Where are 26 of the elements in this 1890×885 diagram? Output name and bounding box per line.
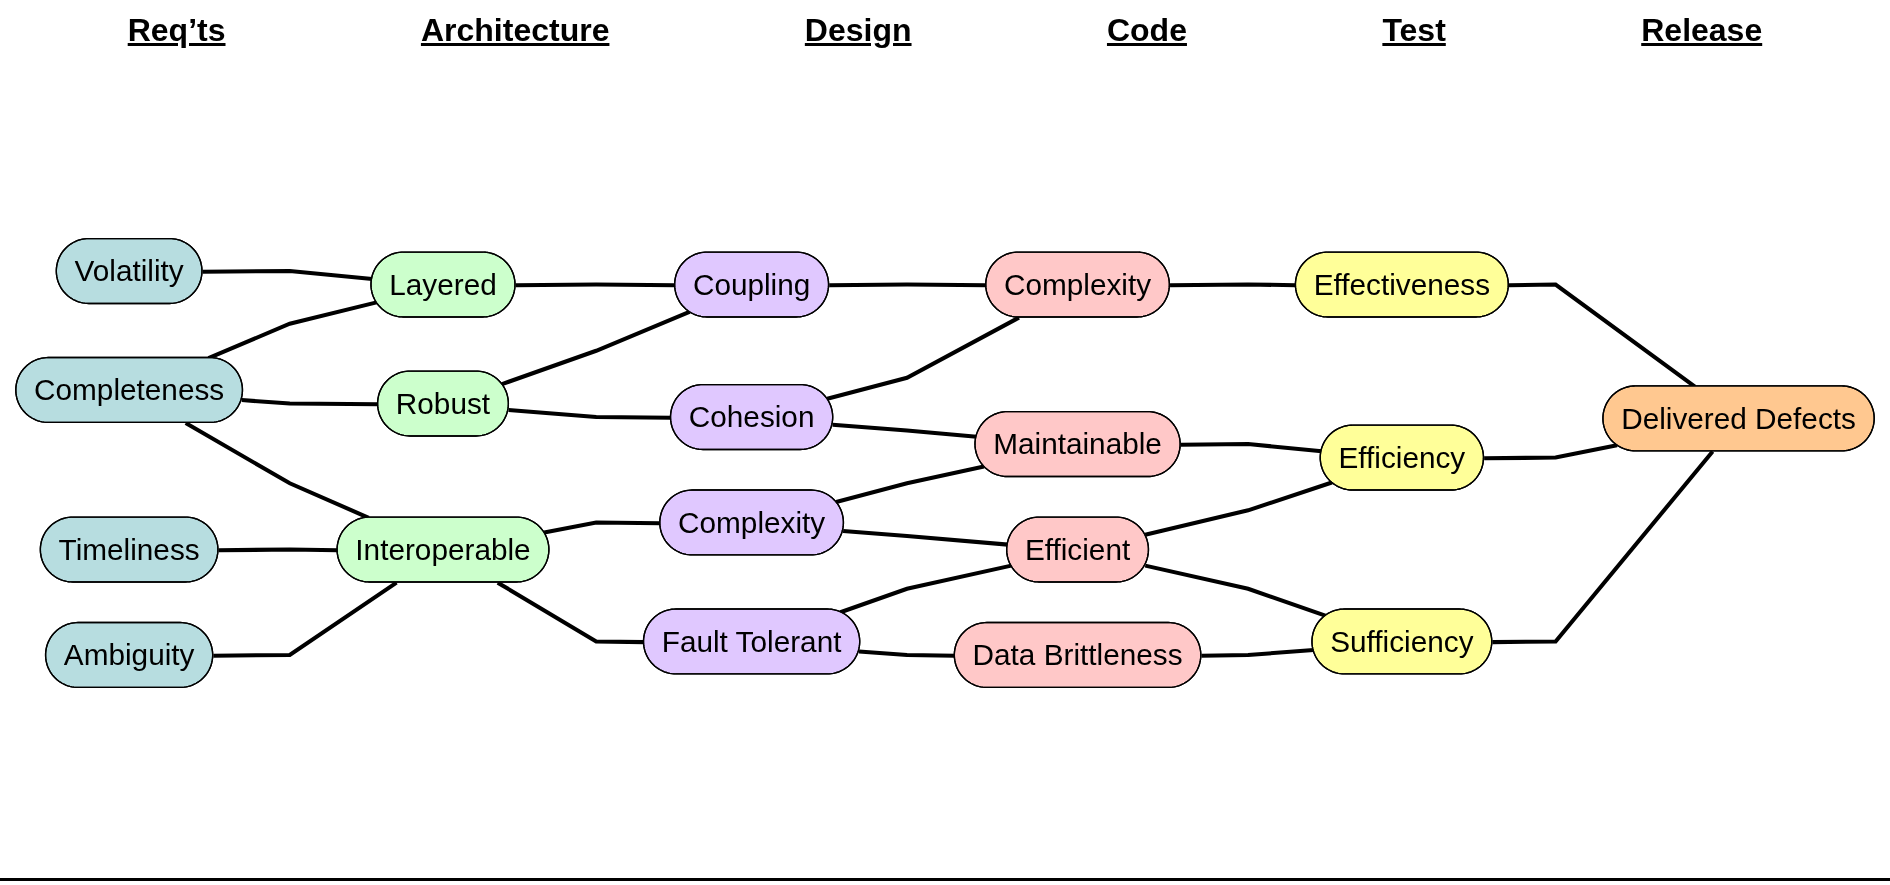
connector: [826, 315, 1020, 401]
connector: [184, 420, 370, 520]
column-heading: Architecture: [420, 11, 610, 49]
connector: [839, 563, 1012, 614]
connector: [835, 463, 985, 504]
connector: [207, 299, 378, 360]
column-heading: Req’ts: [127, 11, 226, 49]
connector: [1492, 449, 1715, 644]
connector: [829, 282, 987, 287]
connector: [1144, 563, 1327, 618]
column-heading: Code: [1106, 11, 1187, 49]
column-heading: Test: [1382, 11, 1446, 49]
connector: [1144, 480, 1333, 537]
connector: [543, 519, 661, 534]
connector: [202, 268, 373, 281]
connector: [1201, 647, 1314, 658]
connector: [842, 528, 1008, 547]
column-heading: Design: [804, 11, 912, 49]
connector: [1484, 442, 1618, 460]
connector: [213, 580, 398, 658]
connector: [515, 282, 676, 287]
connector: [1180, 441, 1322, 453]
connector: [501, 309, 691, 386]
connector: [832, 422, 977, 439]
connector: [218, 547, 338, 552]
column-heading: Release: [1641, 11, 1763, 49]
